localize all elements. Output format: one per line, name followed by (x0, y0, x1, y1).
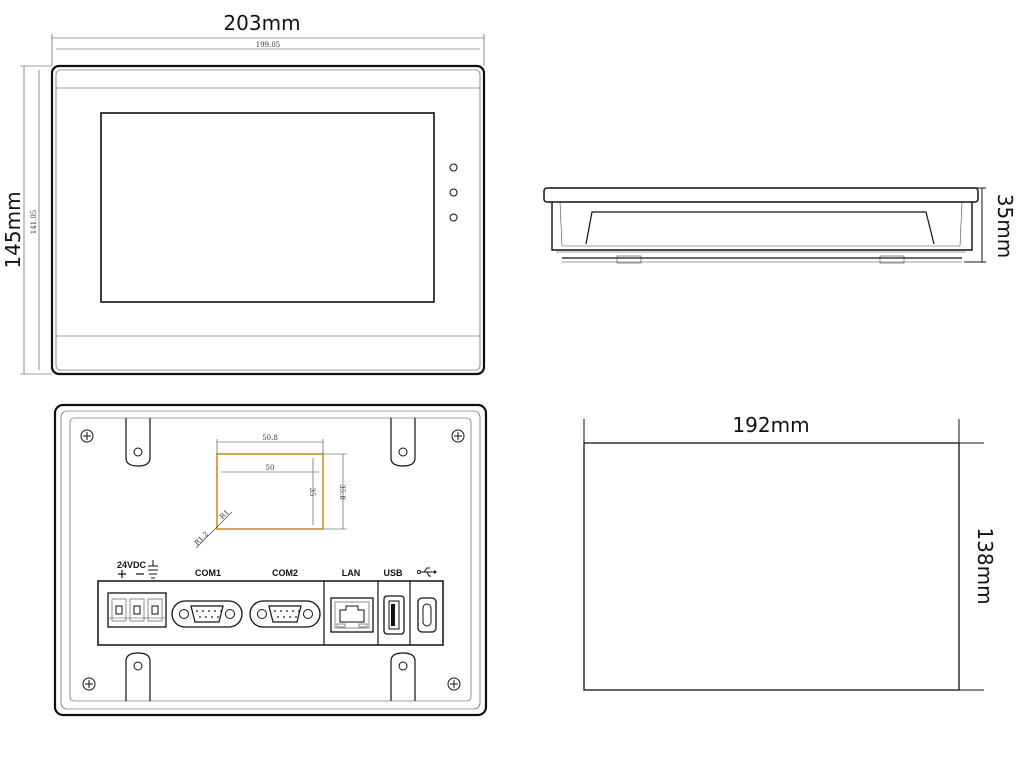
com2-port-label: COM2 (272, 568, 298, 578)
usb-port-label: USB (383, 568, 403, 578)
usb-c-connector (417, 597, 437, 633)
cutout-dim-inner-height: 35 (308, 488, 316, 497)
back-housing (53, 403, 488, 717)
front-inner-height-label: 141.05 (30, 210, 38, 235)
panel-cutout-height-label: 138mm (973, 527, 997, 604)
ground-icon (148, 560, 158, 567)
front-width-label: 203mm (223, 11, 300, 35)
lan-port-label: LAN (342, 568, 361, 578)
label-cutout-rect (216, 453, 324, 530)
com2-connector (249, 600, 321, 628)
side-view: 35mm (543, 187, 1017, 264)
back-view: 50.8 50 35 35.8 R1.2 R1 24VDC (53, 403, 488, 717)
corner-screws (80, 429, 465, 691)
usb-symbol-icon (416, 567, 437, 577)
cutout-dim-outer-width: 50.8 (262, 434, 278, 442)
cutout-dim-outer-height: 35.8 (338, 484, 346, 500)
indicator-leds (449, 163, 458, 222)
lan-connector (330, 597, 374, 633)
power-terminal (107, 592, 167, 628)
cutout-dim-outer-radius: R1.2 (193, 530, 210, 547)
front-bezel (50, 64, 486, 376)
power-port-label: 24VDC (117, 560, 147, 570)
cutout-dim-inner-radius: R1 (218, 508, 231, 521)
port-labels: 24VDC COM1 COM2 LAN USB (117, 560, 437, 579)
panel-cutout-rect (583, 442, 960, 691)
front-screen (100, 112, 435, 303)
port-block (97, 580, 444, 646)
mounting-clips (125, 418, 416, 701)
front-view: 203mm 199.05 145mm 141.05 (1, 11, 486, 376)
port-panel (97, 580, 444, 646)
side-bezel (543, 187, 979, 203)
side-depth-label: 35mm (993, 194, 1017, 258)
cutout-dim-inner-width: 50 (266, 464, 275, 472)
com1-port-label: COM1 (195, 568, 221, 578)
polarity-icons (118, 569, 158, 579)
label-cutout: 50.8 50 35 35.8 R1.2 R1 (193, 434, 347, 549)
front-inner-width-label: 199.05 (256, 41, 281, 49)
front-height-label: 145mm (1, 191, 25, 268)
com1-connector (171, 600, 243, 628)
panel-cutout-width-label: 192mm (732, 413, 809, 437)
usb-a-connector (383, 595, 405, 635)
panel-cutout-view: 192mm 138mm (583, 413, 997, 691)
